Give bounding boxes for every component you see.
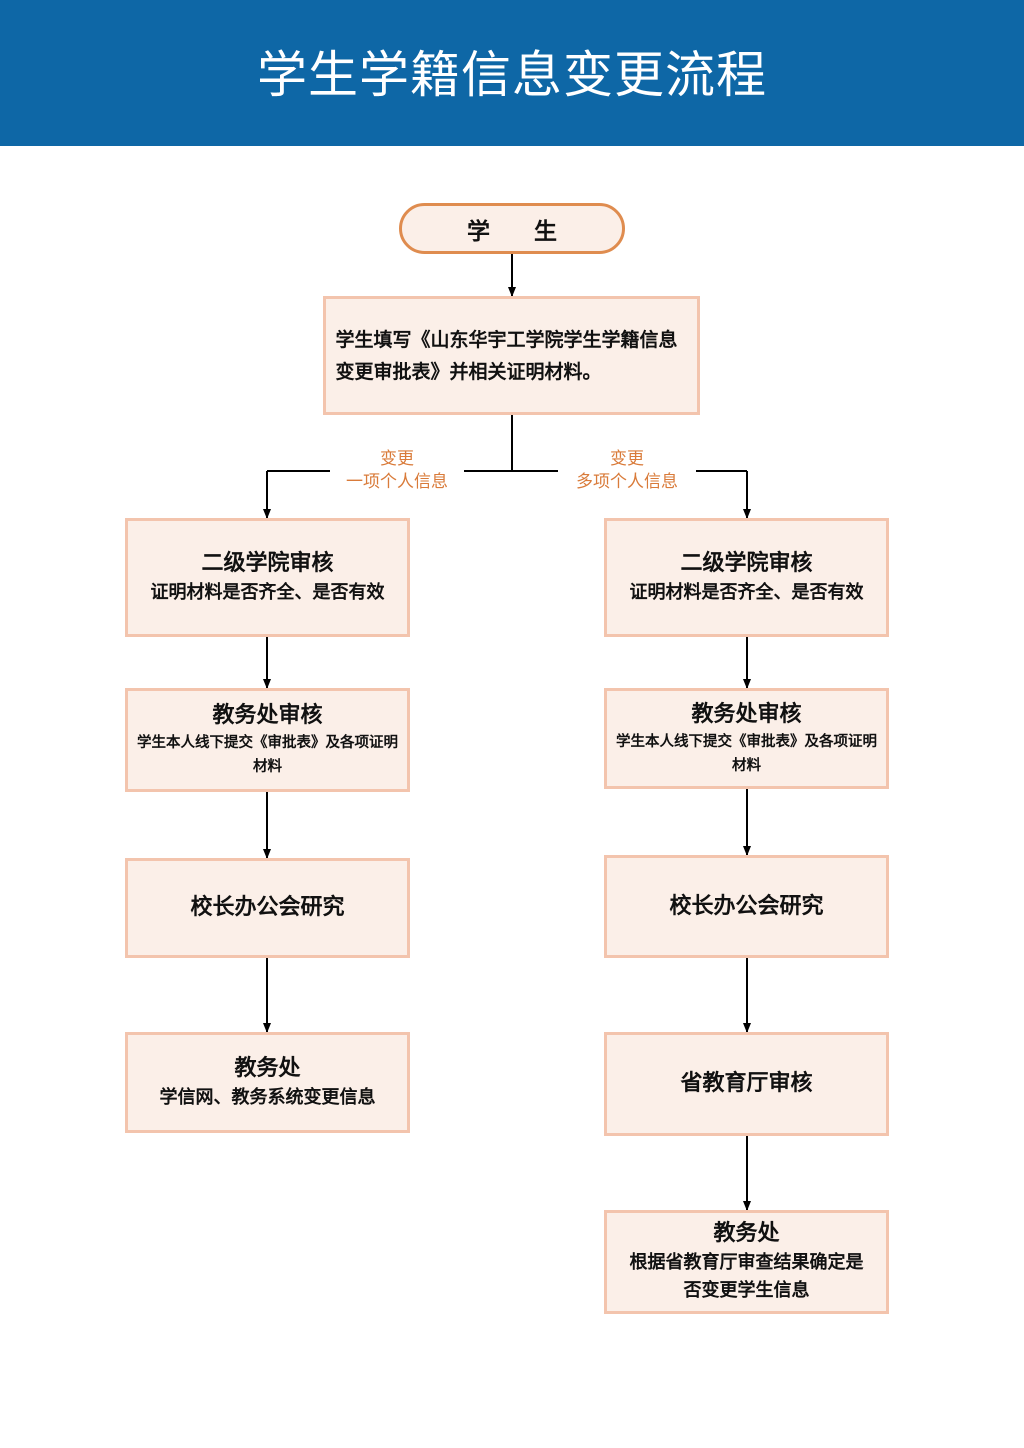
right-final-office: 教务处 根据省教育厅审查结果确定是否变更学生信息 bbox=[604, 1210, 889, 1314]
step-fill-text: 学生填写《山东华宇工学院学生学籍信息变更审批表》并相关证明材料。 bbox=[335, 328, 678, 383]
left-academic-title: 教务处审核 bbox=[212, 703, 323, 728]
left-academic-review: 教务处审核 学生本人线下提交《审批表》及各项证明材料 bbox=[125, 688, 410, 792]
left-principal-meeting: 校长办公会研究 bbox=[125, 858, 410, 958]
right-final-title: 教务处 bbox=[713, 1221, 780, 1246]
right-academic-title: 教务处审核 bbox=[691, 701, 802, 727]
right-province-review: 省教育厅审核 bbox=[604, 1032, 889, 1136]
left-college-review: 二级学院审核 证明材料是否齐全、是否有效 bbox=[125, 518, 410, 637]
start-node-student: 学 生 bbox=[399, 203, 625, 254]
right-principal-text: 校长办公会研究 bbox=[669, 893, 824, 919]
right-academic-review: 教务处审核 学生本人线下提交《审批表》及各项证明材料 bbox=[604, 688, 889, 789]
right-principal-meeting: 校长办公会研究 bbox=[604, 855, 889, 958]
right-college-review: 二级学院审核 证明材料是否齐全、是否有效 bbox=[604, 518, 889, 637]
right-academic-desc: 学生本人线下提交《审批表》及各项证明材料 bbox=[616, 733, 877, 774]
left-principal-text: 校长办公会研究 bbox=[190, 895, 345, 920]
left-college-title: 二级学院审核 bbox=[201, 550, 334, 576]
right-province-text: 省教育厅审核 bbox=[680, 1071, 813, 1096]
branch-label-right: 变更 多项个人信息 bbox=[558, 448, 696, 494]
left-final-desc: 学信网、教务系统变更信息 bbox=[159, 1086, 376, 1108]
left-final-office: 教务处 学信网、教务系统变更信息 bbox=[125, 1032, 410, 1133]
right-college-desc: 证明材料是否齐全、是否有效 bbox=[629, 581, 864, 603]
right-final-desc: 根据省教育厅审查结果确定是否变更学生信息 bbox=[629, 1252, 864, 1301]
step-fill-form: 学生填写《山东华宇工学院学生学籍信息变更审批表》并相关证明材料。 bbox=[323, 296, 700, 415]
header-banner: 学生学籍信息变更流程 bbox=[0, 0, 1024, 146]
right-college-title: 二级学院审核 bbox=[680, 550, 813, 576]
left-academic-desc: 学生本人线下提交《审批表》及各项证明材料 bbox=[137, 735, 398, 775]
left-final-title: 教务处 bbox=[234, 1055, 301, 1081]
branch-label-left: 变更 一项个人信息 bbox=[330, 448, 464, 494]
left-college-desc: 证明材料是否齐全、是否有效 bbox=[150, 581, 385, 603]
page-title: 学生学籍信息变更流程 bbox=[257, 46, 767, 104]
